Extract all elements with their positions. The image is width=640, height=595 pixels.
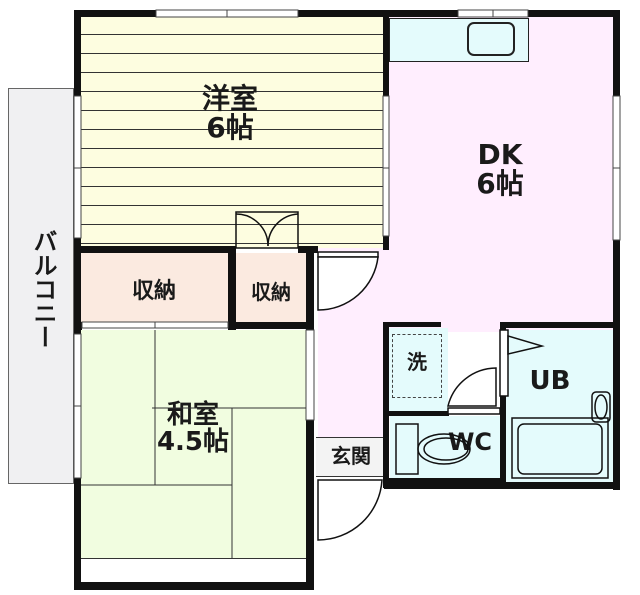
western-room-label: 洋室 6帖 xyxy=(180,84,280,143)
unit-bath xyxy=(506,330,614,482)
japanese-room-name: 和室 xyxy=(166,400,219,430)
dk-size: 6帖 xyxy=(476,167,524,201)
japanese-room-label: 和室 4.5帖 xyxy=(152,400,234,458)
storage-small xyxy=(236,253,306,323)
western-room-size: 6帖 xyxy=(206,111,254,145)
entrance xyxy=(316,437,386,477)
storage-large-label: 収納 xyxy=(131,279,176,304)
entrance-label: 玄関 xyxy=(331,444,371,468)
toilet-label: WC xyxy=(447,428,493,456)
dk-label: DK 6帖 xyxy=(450,140,550,199)
western-room-name: 洋室 xyxy=(201,82,258,115)
washer-pan-outline xyxy=(392,334,442,398)
western-room xyxy=(80,16,386,248)
dining-kitchen-lower xyxy=(318,248,388,438)
storage-small-label: 収納 xyxy=(251,280,291,304)
balcony-label: バルコニー xyxy=(29,229,57,349)
japanese-room-size: 4.5帖 xyxy=(156,427,230,458)
washer-space xyxy=(388,328,448,416)
japanese-room xyxy=(80,330,306,558)
japanese-room-veranda-strip xyxy=(80,558,306,582)
dining-kitchen xyxy=(386,16,614,332)
sink-icon xyxy=(467,22,515,56)
unit-bath-label: UB xyxy=(529,366,571,396)
washer-label: 洗 xyxy=(407,350,427,374)
dk-name: DK xyxy=(477,138,523,171)
storage-large xyxy=(80,253,228,323)
balcony: バルコニー xyxy=(8,88,74,484)
